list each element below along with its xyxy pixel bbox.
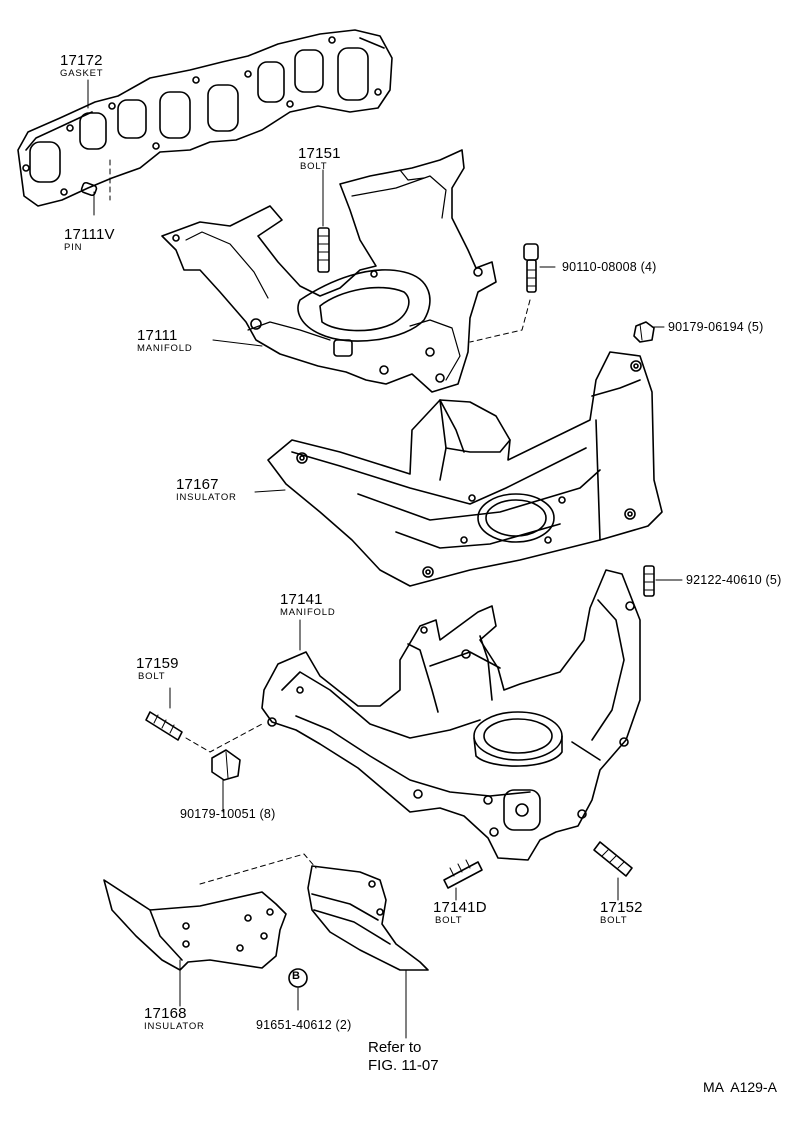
nut-90179-06194 [633, 321, 655, 343]
part-name: BOLT [300, 161, 328, 172]
nut-90179-10051 [211, 749, 241, 781]
label-91651-40612: 91651-40612 (2) [256, 1018, 352, 1032]
label-92122-40610: 92122-40610 (5) [686, 573, 782, 587]
label-17141: 17141 MANIFOLD [280, 592, 336, 618]
bolt-17159 [145, 687, 263, 753]
marker-b: B [292, 970, 300, 982]
label-17167: 17167 INSULATOR [176, 477, 237, 503]
part-number: 17151 [298, 145, 341, 162]
refer-line-2: FIG. 11-07 [368, 1057, 439, 1074]
part-name: GASKET [60, 68, 104, 79]
part-number: 17141 [280, 591, 323, 608]
part-number: 17159 [136, 655, 179, 672]
label-17159: 17159 BOLT [136, 656, 179, 682]
label-17111V: 17111V PIN [64, 227, 115, 253]
insulator-17168 [103, 853, 317, 971]
part-name: INSULATOR [144, 1021, 205, 1032]
part-name: BOLT [435, 915, 463, 926]
label-17151: 17151 BOLT [298, 146, 341, 172]
insulator-17167 [267, 351, 663, 587]
label-90179-10051: 90179-10051 (8) [180, 807, 276, 821]
bolt-17141D [443, 859, 483, 889]
label-17168: 17168 INSULATOR [144, 1006, 205, 1032]
label-90110-08008: 90110-08008 (4) [562, 260, 657, 274]
label-90179-06194: 90179-06194 (5) [668, 320, 764, 334]
part-number: 17111 [137, 327, 178, 344]
stud-92122-40610 [643, 565, 655, 597]
gasket-17172 [17, 29, 393, 207]
label-17172: 17172 GASKET [60, 53, 103, 79]
label-17152: 17152 BOLT [600, 900, 643, 926]
refer-line-1: Refer to [368, 1039, 422, 1056]
part-name: BOLT [138, 671, 166, 682]
part-name: BOLT [600, 915, 628, 926]
manifold-17141 [261, 569, 641, 861]
refer-to-text: Refer to FIG. 11-07 [368, 1040, 439, 1073]
bolt-91651-40612 [288, 968, 308, 988]
insulator-refer-fig-11-07 [307, 865, 429, 971]
manifold-17111 [161, 149, 497, 393]
part-number: 17167 [176, 476, 219, 493]
part-name: PIN [64, 242, 83, 253]
part-number: 17141D [433, 899, 487, 916]
pin-17111V [80, 159, 111, 216]
part-number: 17111V [64, 226, 115, 243]
part-number: 17168 [144, 1005, 187, 1022]
label-17111: 17111 MANIFOLD [137, 328, 193, 354]
part-name: INSULATOR [176, 492, 237, 503]
part-number: 17172 [60, 52, 103, 69]
part-number: 17152 [600, 899, 643, 916]
bolt-90110-08008 [469, 243, 539, 343]
stud-17152 [593, 841, 633, 877]
part-name: MANIFOLD [137, 343, 193, 354]
part-name: MANIFOLD [280, 607, 336, 618]
bolt-17151 [317, 227, 330, 273]
label-17141D: 17141D BOLT [433, 900, 487, 926]
figure-code: MA A129-A [703, 1079, 777, 1095]
